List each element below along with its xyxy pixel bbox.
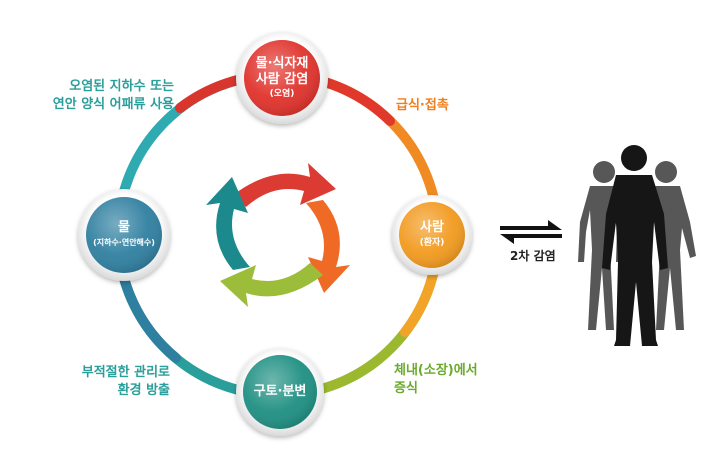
annotation-bottom-left-line1: 부적절한 관리로 <box>81 365 170 380</box>
annotation-bottom-right-line1: 체내(소장)에서 <box>394 363 478 378</box>
node-right-sub: (환자) <box>419 237 445 248</box>
node-left <box>78 189 170 281</box>
node-right-label: 사람 (환자) <box>397 220 467 248</box>
double-arrow-icon <box>500 220 562 244</box>
node-bottom-title: 구토·분변 <box>253 384 307 399</box>
secondary-infection-label: 2차 감염 <box>510 249 556 263</box>
node-left-sub: (지하수·연안해수) <box>93 237 155 247</box>
node-right <box>392 195 472 275</box>
node-top-label: 물·식자재 사람 감염 (오염) <box>238 56 326 100</box>
cycle-arrow-red <box>233 163 336 207</box>
annotation-bottom-left-line2: 환경 방출 <box>117 383 170 398</box>
node-left-title: 물 <box>118 220 130 235</box>
node-top <box>236 32 328 124</box>
cycle-arrow-green <box>220 263 323 307</box>
node-top-sub: (오염) <box>269 89 295 100</box>
cycle-arrows-icon <box>206 163 350 307</box>
annotation-bottom-right-line2: 증식 <box>394 381 418 396</box>
annotation-top-right-text: 급식·접촉 <box>396 98 449 113</box>
annotation-top-right: 급식·접촉 <box>396 97 449 115</box>
cycle-arrow-teal <box>206 177 250 270</box>
human-silhouettes-icon <box>578 145 696 346</box>
annotation-top-left-line1: 오염된 지하수 또는 <box>69 79 174 94</box>
annotation-top-left: 오염된 지하수 또는 연안 양식 어패류 사용 <box>44 78 174 114</box>
node-right-title: 사람 <box>420 220 444 235</box>
node-top-title-line2: 사람 감염 <box>255 71 309 87</box>
node-top-title-line1: 물·식자재 <box>255 56 309 71</box>
annotation-bottom-right: 체내(소장)에서 증식 <box>394 362 478 398</box>
node-bottom-label: 구토·분변 <box>240 384 320 400</box>
annotation-bottom-left: 부적절한 관리로 환경 방출 <box>40 364 170 400</box>
node-left-label: 물 (지하수·연안해수) <box>78 220 170 247</box>
node-bottom <box>236 348 324 436</box>
annotation-top-left-line2: 연안 양식 어패류 사용 <box>52 97 174 112</box>
